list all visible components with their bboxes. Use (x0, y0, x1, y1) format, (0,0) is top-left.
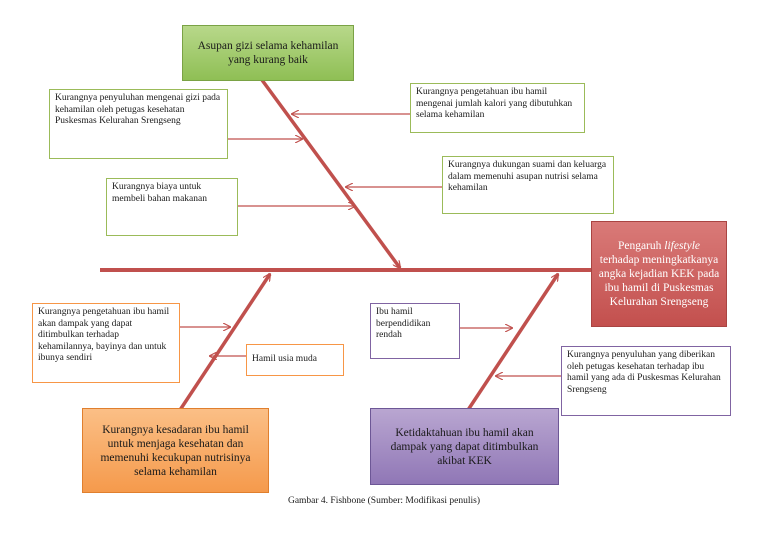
effect-italic: lifestyle (664, 240, 701, 252)
cause-calorie-knowledge: Kurangnya pengetahuan ibu hamil mengenai… (410, 83, 585, 133)
cause-young-pregnancy: Hamil usia muda (246, 344, 344, 376)
cause-impact-knowledge: Kurangnya pengetahuan ibu hamil akan dam… (32, 303, 180, 383)
category-awareness-box: Kurangnya kesadaran ibu hamil untuk menj… (82, 408, 269, 493)
category-knowledge-label: Ketidaktahuan ibu hamil akan dampak yang… (390, 426, 539, 467)
bone-nutrition (260, 78, 402, 268)
category-nutrition-label: Asupan gizi selama kehamilan yang kurang… (197, 40, 339, 66)
category-knowledge-box: Ketidaktahuan ibu hamil akan dampak yang… (370, 408, 559, 485)
bone-awareness (178, 274, 272, 411)
effect-text: Pengaruh lifestyle terhadap meningkatkan… (598, 240, 720, 308)
bone-knowledge (466, 274, 560, 411)
cause-low-education: Ibu hamil berpendidikan rendah (370, 303, 460, 359)
cause-counseling-staff: Kurangnya penyuluhan yang diberikan oleh… (561, 346, 731, 416)
category-nutrition-box: Asupan gizi selama kehamilan yang kurang… (182, 25, 354, 81)
figure-caption: Gambar 4. Fishbone (Sumber: Modifikasi p… (287, 496, 481, 506)
effect-box: Pengaruh lifestyle terhadap meningkatkan… (591, 221, 727, 327)
category-awareness-label: Kurangnya kesadaran ibu hamil untuk menj… (100, 423, 251, 478)
cause-husband-support: Kurangnya dukungan suami dan keluarga da… (442, 156, 614, 214)
cause-food-cost: Kurangnya biaya untuk membeli bahan maka… (106, 178, 238, 236)
cause-counseling-nutrition: Kurangnya penyuluhan mengenai gizi pada … (49, 89, 228, 159)
